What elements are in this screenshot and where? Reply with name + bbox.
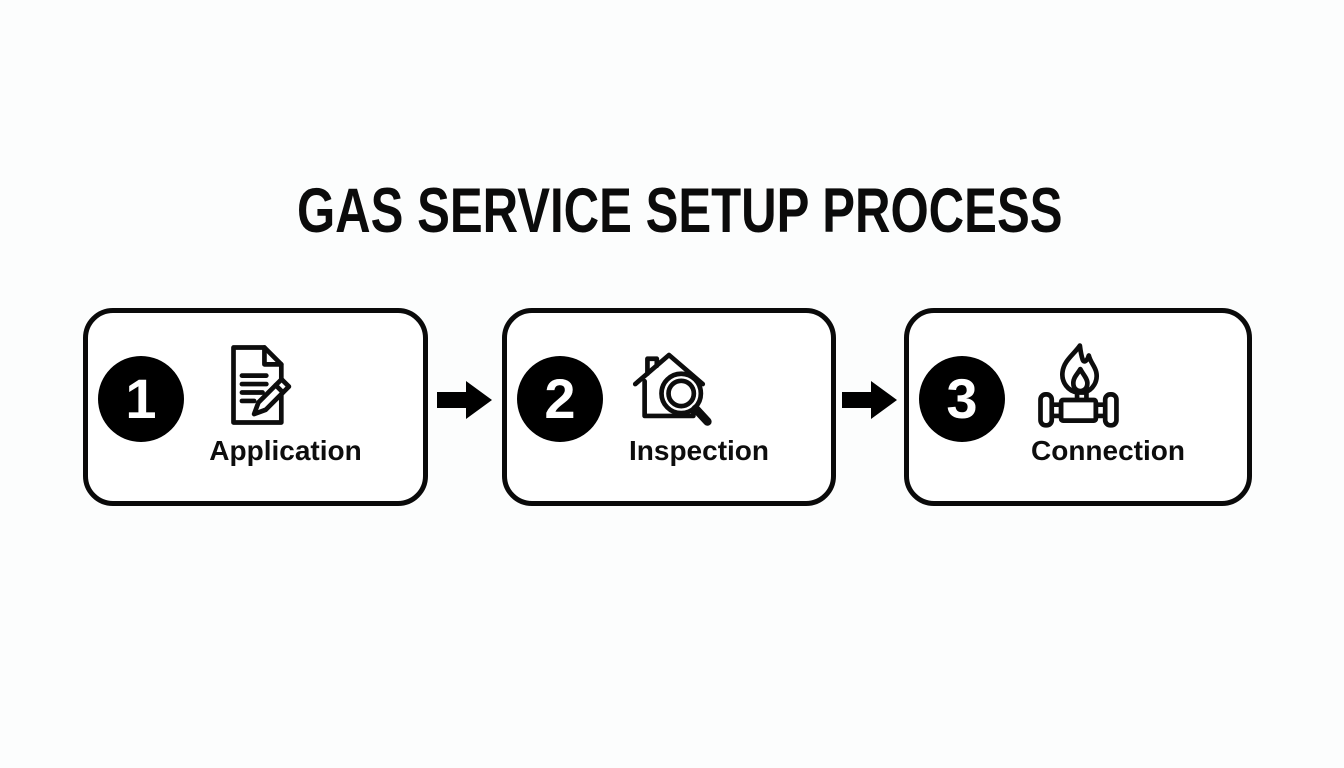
arrow-between-step1-step2: [428, 378, 502, 422]
page-title: GAS SERVICE SETUP PROCESS: [297, 176, 1063, 246]
step-number: 3: [946, 367, 978, 430]
right-block-arrow-icon: [437, 381, 492, 419]
step-number-badge: 1: [98, 356, 184, 442]
step-label: Inspection: [628, 434, 769, 466]
step-box-inspection: 2 Inspection: [502, 308, 836, 506]
step-box-connection: 3 Connection: [904, 308, 1252, 506]
process-flow: 1 Application: [83, 308, 1252, 506]
step-number-badge: 3: [919, 356, 1005, 442]
step-number-badge: 2: [517, 356, 603, 442]
title-row: GAS SERVICE SETUP PROCESS: [0, 180, 1344, 243]
step-label: Application: [209, 434, 362, 466]
right-block-arrow-icon: [842, 381, 897, 419]
step-number: 2: [544, 367, 576, 430]
step-label: Connection: [1031, 434, 1185, 466]
application-document-pencil-icon: [230, 344, 291, 425]
gas-valve-flame-icon: [1038, 342, 1119, 428]
arrow-between-step2-step3: [836, 378, 904, 422]
house-magnifier-icon: [632, 352, 712, 426]
step-content: Application: [184, 340, 415, 467]
step-number: 1: [125, 367, 157, 430]
step-content: Connection: [1005, 340, 1239, 467]
step-box-application: 1 Application: [83, 308, 428, 506]
step-content: Inspection: [603, 340, 823, 467]
